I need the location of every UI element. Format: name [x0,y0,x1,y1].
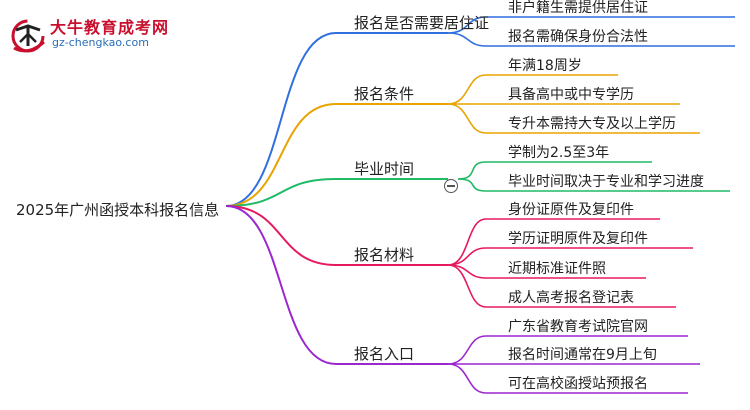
leaf-node[interactable]: 近期标准证件照 [508,261,606,277]
leaf-connector [447,247,693,266]
branch-connector [225,32,448,207]
leaf-connector [447,335,688,365]
leaf-node[interactable]: 报名时间通常在9月上旬 [508,347,657,363]
branch-connector [225,178,448,207]
logo-url: gz-chengkao.com [52,36,149,49]
leaf-node[interactable]: 学制为2.5至3年 [508,145,610,161]
branch-connector [225,205,448,266]
leaf-connector [447,32,735,47]
collapse-toggle-icon[interactable] [444,179,458,193]
leaf-connector [457,161,652,180]
leaf-connector [447,264,676,308]
logo-title: 大牛教育成考网 [50,18,170,37]
root-node[interactable]: 2025年广州函授本科报名信息 [16,201,220,219]
leaf-node[interactable]: 毕业时间取决于专业和学习进度 [508,174,704,190]
leaf-node[interactable]: 成人高考报名登记表 [508,290,634,306]
leaf-node[interactable]: 学历证明原件及复印件 [508,231,648,247]
leaf-node[interactable]: 专升本需持大专及以上学历 [508,116,676,132]
leaf-node[interactable]: 具备高中或中专学历 [508,87,634,103]
site-logo[interactable]: 大牛教育成考网 gz-chengkao.com [6,12,170,56]
branch-node[interactable]: 毕业时间 [354,160,415,178]
branch-node[interactable]: 报名条件 [354,85,415,103]
leaf-node[interactable]: 广东省教育考试院官网 [508,319,648,335]
leaf-connector [447,363,688,394]
logo-mark-icon [11,19,45,53]
branch-node[interactable]: 报名材料 [354,246,415,264]
branch-node[interactable]: 报名入口 [354,345,415,363]
leaf-connector [447,218,660,266]
leaf-connector [447,16,735,34]
leaf-connector [447,103,700,134]
leaf-node[interactable]: 报名需确保身份合法性 [508,29,648,45]
leaf-node[interactable]: 身份证原件及复印件 [508,202,634,218]
leaf-connector [447,74,618,105]
branch-connector [225,205,448,365]
leaf-node[interactable]: 非户籍生需提供居住证 [508,0,648,16]
branch-node[interactable]: 报名是否需要居住证 [354,14,490,32]
leaf-connector [457,178,730,192]
leaf-node[interactable]: 年满18周岁 [508,58,582,74]
branch-connector [225,103,448,207]
leaf-node[interactable]: 可在高校函授站预报名 [508,376,648,392]
